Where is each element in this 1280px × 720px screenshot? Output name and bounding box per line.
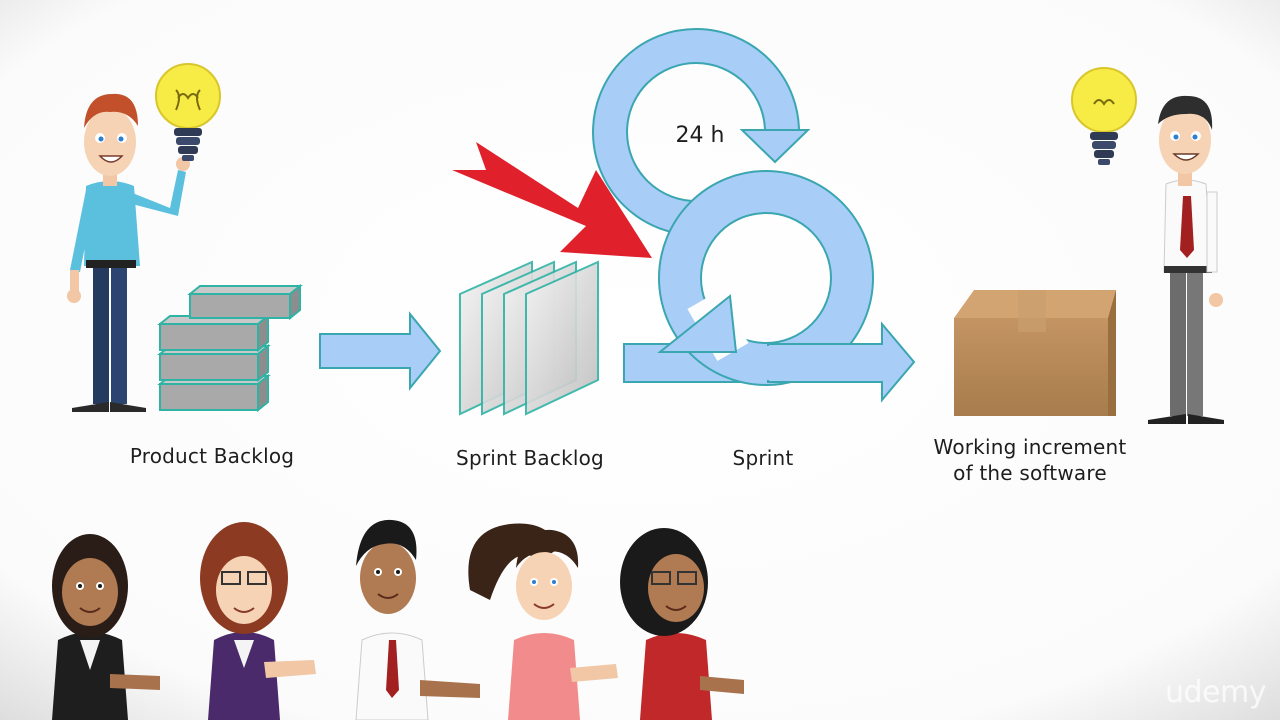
team-member-figure [200,522,316,720]
product-backlog-label: Product Backlog [129,444,295,468]
team-member-figure [355,519,480,720]
sprint-loop [623,170,916,403]
lightbulb-icon [1071,67,1137,165]
udemy-watermark: udemy [1165,675,1267,710]
team-member-figure [52,534,160,720]
sprint-label: Sprint [732,446,794,470]
flow-arrow-1 [319,311,442,391]
increment-label-line2: of the software [953,461,1107,485]
product-backlog-stack [157,283,303,413]
increment-box [954,290,1116,416]
product-owner-figure [67,93,190,412]
daily-cycle-loop [592,28,811,237]
sprint-backlog-sheets [459,260,599,416]
increment-label: Working increment of the software [910,434,1150,486]
increment-label-line1: Working increment [933,435,1127,459]
customer-figure [1148,95,1224,424]
team-member-figure [468,523,618,720]
highlight-arrow [452,142,652,258]
lightbulb-icon [155,63,221,161]
daily-cycle-label: 24 h [676,123,725,148]
team-member-figure [620,528,744,720]
sprint-backlog-label: Sprint Backlog [456,446,604,470]
